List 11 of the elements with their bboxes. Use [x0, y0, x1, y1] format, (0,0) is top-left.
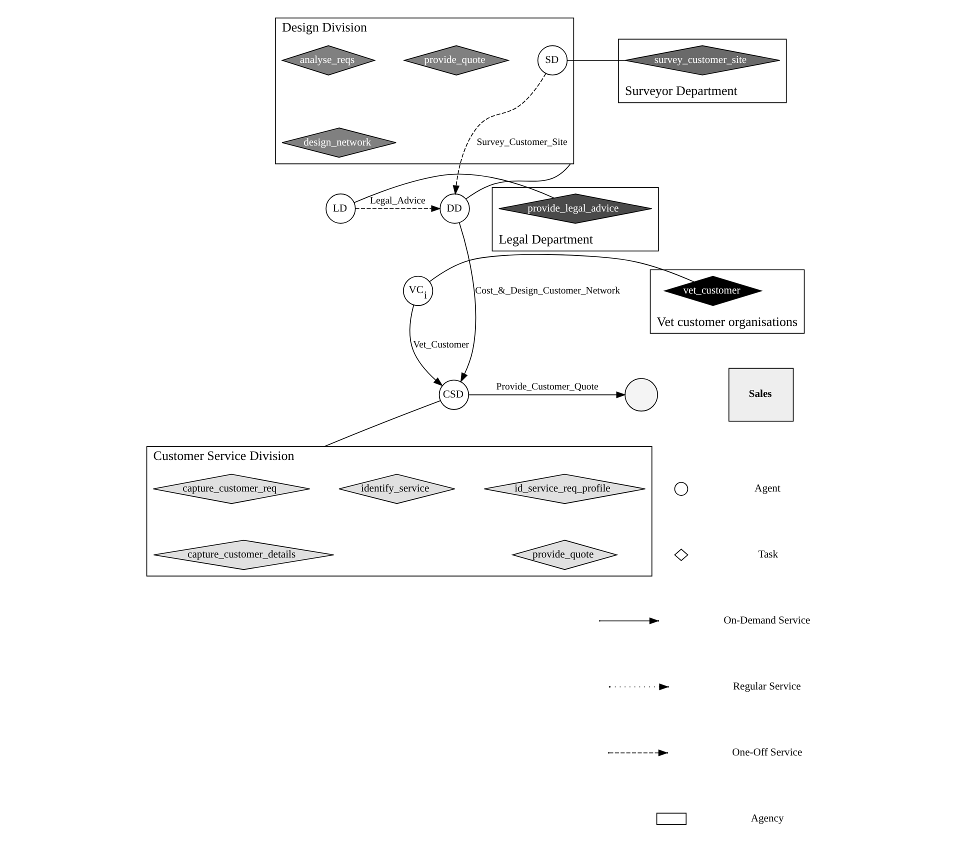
edge-label: Cost_&_Design_Customer_Network [475, 285, 620, 296]
edge-label: Legal_Advice [370, 195, 426, 206]
legend-label: One-Off Service [732, 748, 802, 759]
edge-label: Provide_Customer_Quote [496, 382, 598, 393]
edge-label: Survey_Customer_Site [476, 137, 568, 148]
edge-label: Vet_Customer [413, 340, 470, 351]
legend-label: Regular Service [732, 682, 801, 693]
legend-label: Agent [754, 484, 780, 495]
legend-label: On-Demand Service [724, 616, 810, 627]
legend-label: Agency [750, 814, 784, 825]
legend-label: Task [758, 550, 778, 561]
